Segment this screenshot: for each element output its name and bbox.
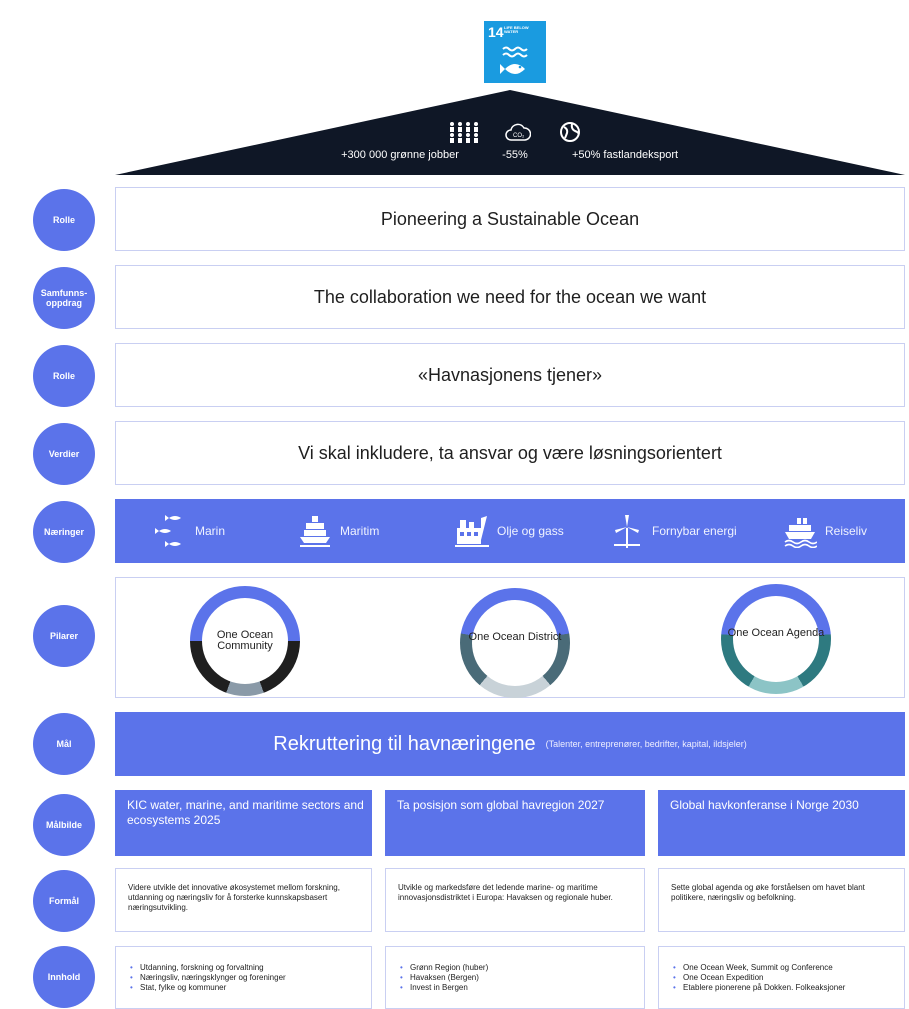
rolle-2-box: «Havnasjonens tjener» — [115, 343, 905, 407]
row-tag-mal: Mål — [33, 713, 95, 775]
industry-maritim: Maritim — [298, 499, 379, 563]
roof-stat-export: +50% fastlandeksport — [571, 149, 679, 161]
pillar-ring-community — [190, 586, 300, 696]
malbilde-col-3: Global havkonferanse i Norge 2030 — [658, 790, 905, 856]
formal-col-3: Sette global agenda og øke forståelsen o… — [658, 868, 905, 932]
formal-col-2: Utvikle og markedsføre det ledende marin… — [385, 868, 645, 932]
people-icon — [450, 122, 478, 143]
cruise-ship-icon — [784, 518, 817, 548]
list-item: Utdanning, forskning og forvaltning — [130, 963, 361, 973]
innhold-col-2: Grønn Region (huber) Havaksen (Bergen) I… — [385, 946, 645, 1009]
list-item: Grønn Region (huber) — [400, 963, 634, 973]
industry-label: Marin — [195, 524, 226, 538]
list-item: Næringsliv, næringsklynger og foreninger — [130, 973, 361, 983]
industry-label: Reiseliv — [825, 524, 868, 538]
pillar-agenda: One Ocean Agenda — [727, 627, 825, 639]
goal-main-text: Rekruttering til havnæringene — [273, 732, 536, 755]
wind-turbine-icon — [614, 515, 640, 548]
rolle-box: Pioneering a Sustainable Ocean — [115, 187, 905, 251]
roof-stat-co2: -55% — [502, 149, 528, 161]
row-tag-rolle: Rolle — [33, 189, 95, 251]
goal-sub-text: (Talenter, entreprenører, bedrifter, kap… — [545, 739, 747, 749]
innhold-col-3: One Ocean Week, Summit og Conference One… — [658, 946, 905, 1009]
row-tag-malbilde: Målbilde — [33, 794, 95, 856]
oil-platform-icon — [455, 516, 489, 547]
list-item: Invest in Bergen — [400, 983, 634, 993]
verdier-box: Vi skal inkludere, ta ansvar og være løs… — [115, 421, 905, 485]
industry-olje-og-gass: Olje og gass — [455, 499, 564, 563]
industry-label: Olje og gass — [497, 524, 564, 538]
verdier-text: Vi skal inkludere, ta ansvar og være løs… — [298, 442, 722, 463]
row-tag-samfunnsoppdrag: Samfunns-oppdrag — [33, 267, 95, 329]
sdg-label: LIFE BELOW WATER — [504, 25, 529, 34]
list-item: One Ocean Week, Summit og Conference — [673, 963, 894, 973]
fish-icon — [155, 515, 181, 547]
list-item: Havaksen (Bergen) — [400, 973, 634, 983]
pillar-district: One Ocean District — [468, 631, 562, 643]
ship-icon — [300, 516, 330, 547]
sdg-number: 14 — [488, 24, 504, 40]
naeringer-box: Marin Maritim Olje og gass Fornybar ener… — [115, 499, 905, 563]
list-item: Stat, fylke og kommuner — [130, 983, 361, 993]
samfunnsoppdrag-text: The collaboration we need for the ocean … — [313, 286, 707, 307]
mal-box: Rekruttering til havnæringene (Talenter,… — [115, 712, 905, 776]
pilarer-box: One Ocean Community One Ocean District O… — [115, 577, 905, 698]
rolle-text: Pioneering a Sustainable Ocean — [380, 208, 640, 229]
samfunnsoppdrag-box: The collaboration we need for the ocean … — [115, 265, 905, 329]
industry-fornybar-energi: Fornybar energi — [610, 499, 737, 563]
formal-col-1: Videre utvikle det innovative økosysteme… — [115, 868, 372, 932]
list-item: One Ocean Expedition — [673, 973, 894, 983]
row-tag-verdier: Verdier — [33, 423, 95, 485]
list-item: Etablere pionerene på Dokken. Folkeaksjo… — [673, 983, 894, 993]
industry-reiseliv: Reiseliv — [783, 499, 867, 563]
row-tag-rolle-2: Rolle — [33, 345, 95, 407]
roof-banner — [115, 90, 905, 175]
roof-stat-jobs: +300 000 grønne jobber — [341, 149, 459, 161]
industry-label: Maritim — [340, 524, 380, 538]
co2-icon: CO₂ — [505, 123, 531, 141]
row-tag-formal: Formål — [33, 870, 95, 932]
pillar-ring-agenda — [721, 584, 831, 694]
row-tag-innhold: Innhold — [33, 946, 95, 1008]
row-tag-naeringer: Næringer — [33, 501, 95, 563]
globe-icon — [560, 122, 580, 142]
rolle-2-text: «Havnasjonens tjener» — [417, 364, 603, 385]
industry-label: Fornybar energi — [652, 524, 737, 538]
malbilde-col-2: Ta posisjon som global havregion 2027 — [385, 790, 645, 856]
malbilde-col-1: KIC water, marine, and maritime sectors … — [115, 790, 372, 856]
pillar-community: One Ocean Community — [216, 629, 274, 652]
pillar-ring-district — [460, 588, 570, 698]
sdg-14-badge: 14 LIFE BELOW WATER — [484, 21, 546, 83]
industry-marin: Marin — [153, 499, 225, 563]
fish-wave-icon — [500, 46, 528, 74]
svg-text:CO₂: CO₂ — [513, 133, 525, 139]
row-tag-pilarer: Pilarer — [33, 605, 95, 667]
innhold-col-1: Utdanning, forskning og forvaltning Næri… — [115, 946, 372, 1009]
